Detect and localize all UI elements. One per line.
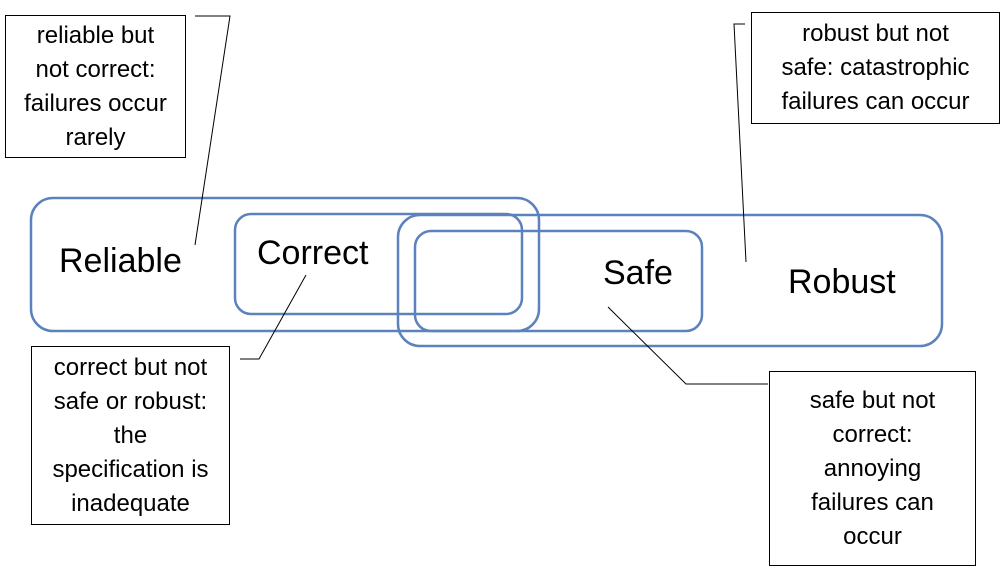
reliable-callout-leader [194,15,231,246]
reliable-set-outline [29,196,541,333]
correct-label: Correct [257,234,369,272]
correct-not-safe-robust-text: correct but not safe or robust: the spec… [52,353,209,517]
correct-callout-leader [240,274,307,360]
safe-label: Safe [603,254,673,292]
safe-not-correct-text: safe but not correct: annoying failures … [809,386,936,550]
safe-not-correct-callout: safe but not correct: annoying failures … [769,371,976,566]
robust-callout-leader [733,23,747,263]
safe-set-outline [413,229,704,333]
robust-not-safe-text: robust but not safe: catastrophic failur… [781,20,970,115]
robust-label: Robust [788,263,896,301]
reliable-not-correct-callout: reliable but not correct: failures occur… [5,15,186,158]
robust-set-outline [396,213,944,348]
correct-set-outline [233,212,524,316]
robust-not-safe-callout: robust but not safe: catastrophic failur… [751,12,1000,124]
safe-callout-leader [607,306,768,385]
correct-not-safe-robust-callout: correct but not safe or robust: the spec… [31,346,230,525]
reliable-not-correct-text: reliable but not correct: failures occur… [24,21,167,151]
reliable-label: Reliable [59,242,182,280]
